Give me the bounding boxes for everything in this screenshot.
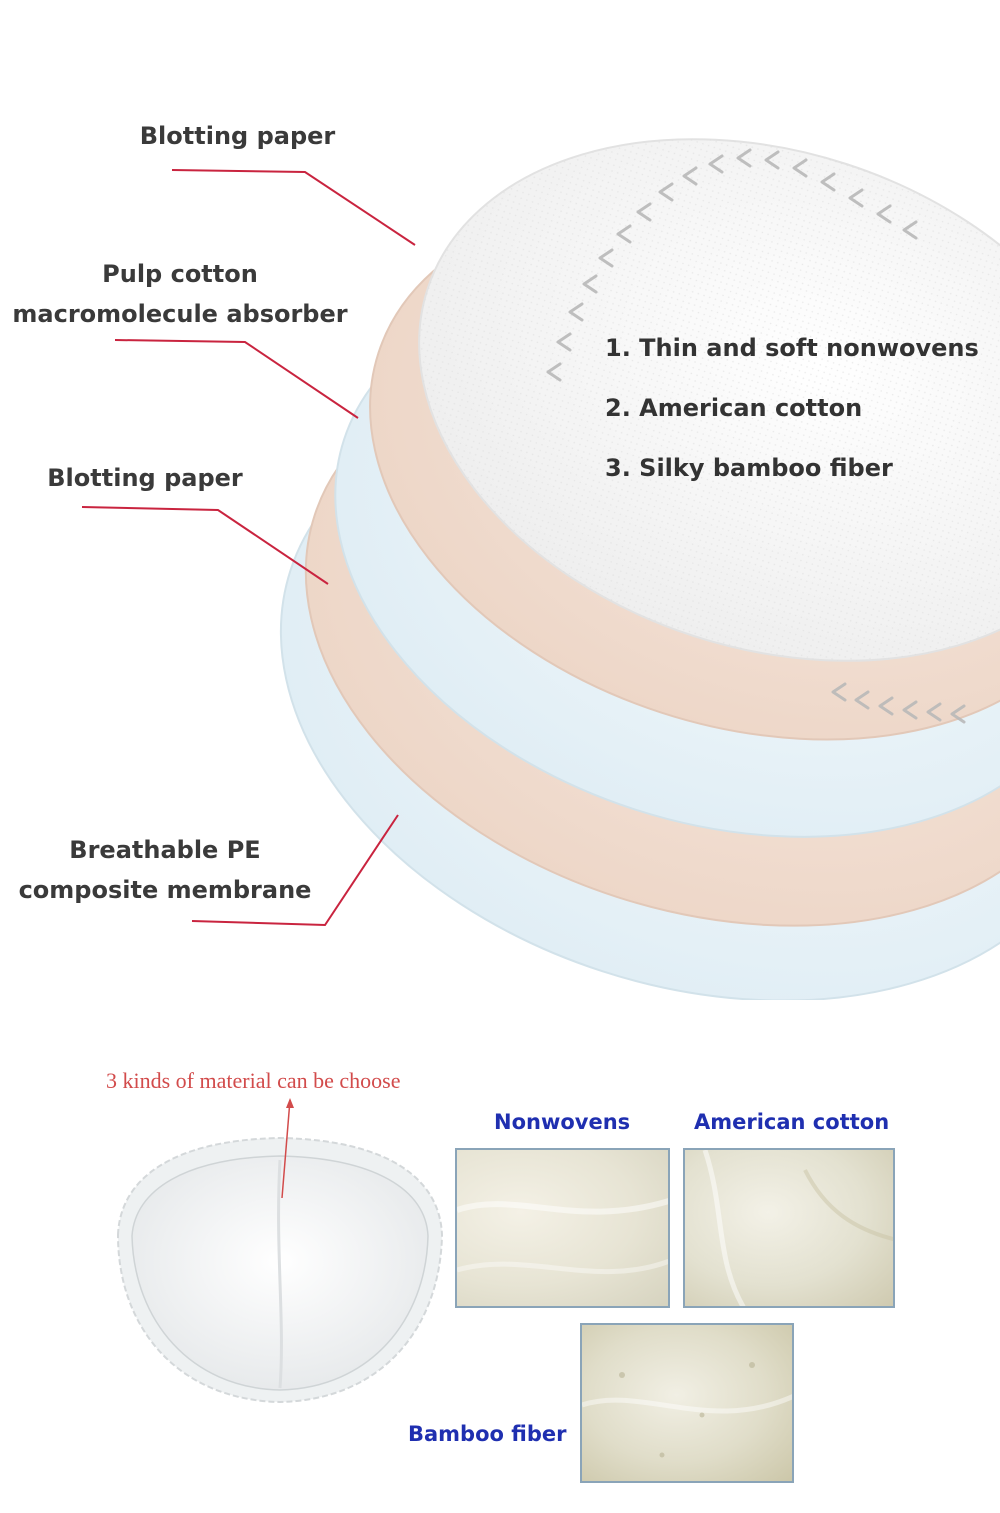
layer-diagram: [81, 138, 1000, 1000]
material-title-american-cotton: American cotton: [694, 1110, 890, 1134]
swatch-american-cotton: [683, 1148, 895, 1308]
layer-label-blotting-paper-top: Blotting paper: [139, 122, 336, 150]
nonwoven-texture: [419, 139, 1000, 661]
leader-line-blotting-top: [171, 169, 416, 246]
feature-item-bamboo: 3. Silky bamboo fiber: [605, 454, 893, 482]
material-title-bamboo-fiber: Bamboo fiber: [408, 1422, 567, 1446]
pad-body: [131, 1155, 429, 1391]
feature-item-cotton: 2. American cotton: [605, 394, 863, 422]
layer-label-blotting-paper-lower: Blotting paper: [47, 464, 243, 492]
materials-caption: 3 kinds of material can be choose: [106, 1068, 401, 1093]
leader-line-pe-membrane: [191, 814, 399, 927]
swatch-bamboo-fiber: [580, 1323, 794, 1483]
nonwovens-texture: [457, 1198, 668, 1275]
pad-rim: [116, 1136, 444, 1404]
pad-seam: [277, 1159, 283, 1389]
layer-label-pe-membrane: Breathable PE composite membrane: [18, 836, 312, 904]
material-title-nonwovens: Nonwovens: [494, 1110, 631, 1134]
caption-arrow-head: [286, 1098, 294, 1108]
leader-line-blotting-lower: [81, 506, 329, 585]
bamboo-texture: [582, 1362, 792, 1458]
layer-label-pulp-cotton: Pulp cotton macromolecule absorber: [12, 260, 348, 328]
leader-line-absorber: [114, 339, 359, 419]
leader-lines: [81, 169, 416, 927]
swatch-nonwovens: [455, 1148, 670, 1308]
cotton-texture: [702, 1150, 893, 1306]
chevron-pattern: [546, 148, 966, 724]
feature-item-nonwovens: 1. Thin and soft nonwovens: [605, 334, 979, 362]
caption-arrow: [281, 1099, 291, 1199]
